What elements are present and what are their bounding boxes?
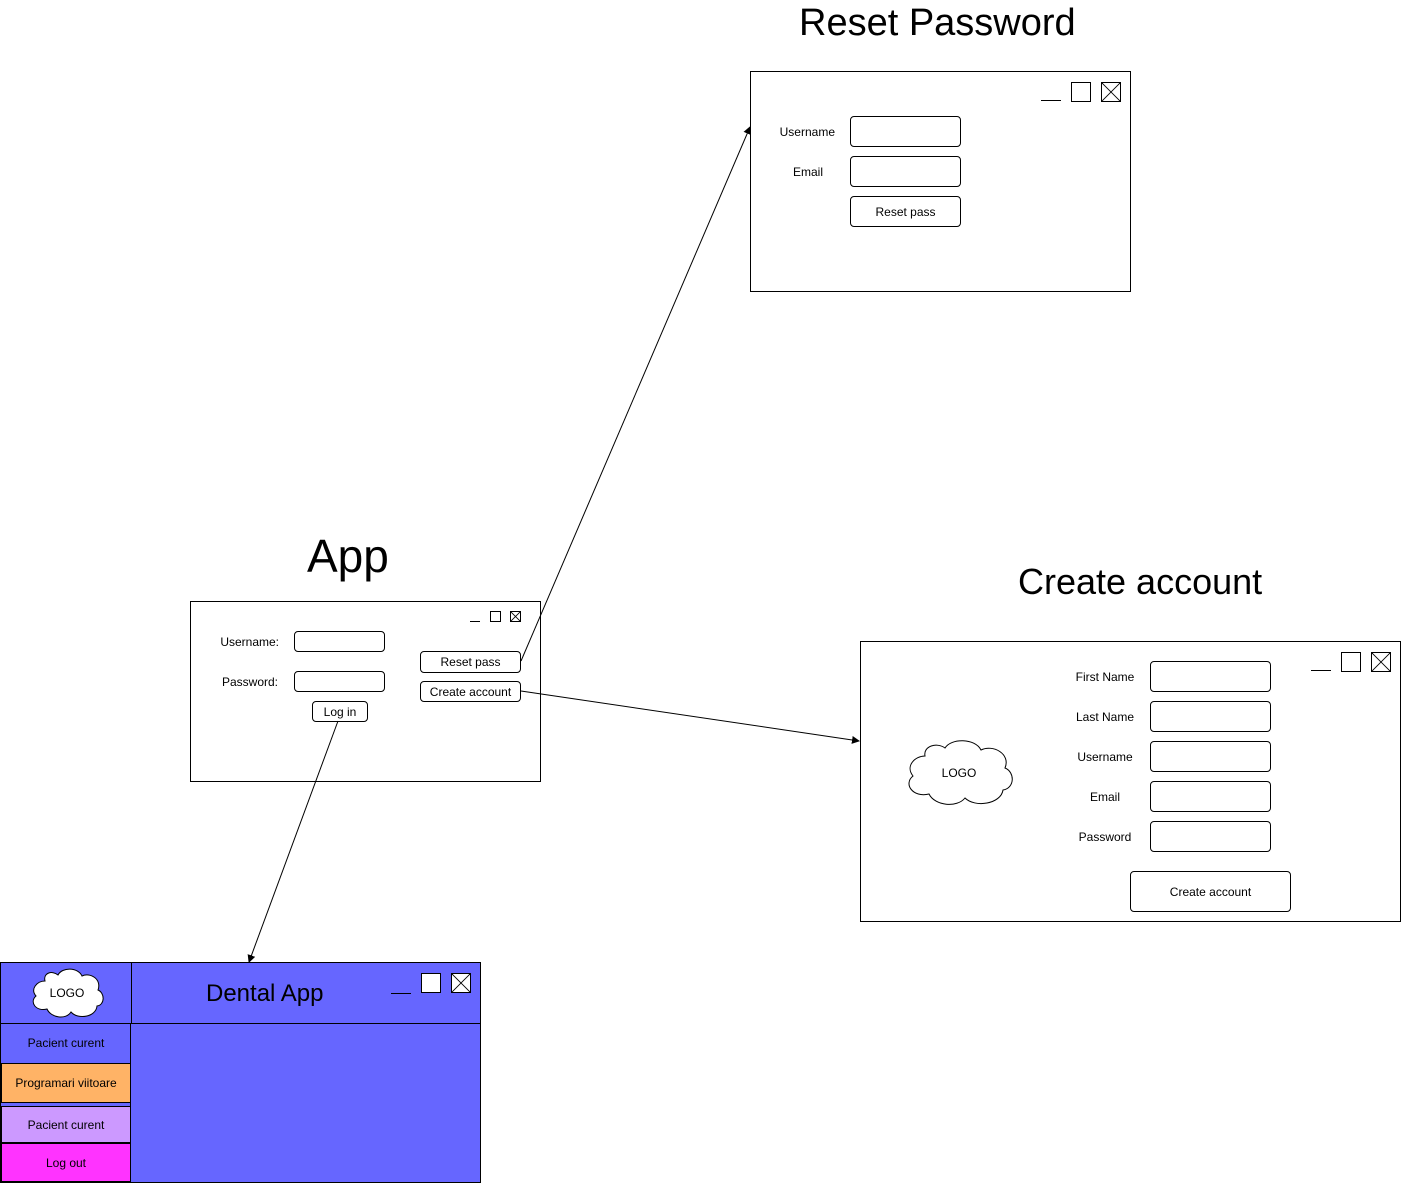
minimize-icon[interactable] xyxy=(470,611,480,622)
password-label: Password xyxy=(1078,830,1132,844)
username-label: Username xyxy=(779,125,835,139)
logo-text: LOGO xyxy=(49,986,85,1000)
menu-item-pacient-curent[interactable]: Pacient curent xyxy=(1,1106,131,1143)
close-icon[interactable] xyxy=(510,611,521,622)
maximize-icon[interactable] xyxy=(421,973,441,993)
email-label: Email xyxy=(792,165,823,179)
arrow-to-dental-app xyxy=(247,720,339,963)
reset-password-title: Reset Password xyxy=(799,2,1076,44)
first-name-label: First Name xyxy=(1075,670,1135,684)
maximize-icon[interactable] xyxy=(490,611,501,622)
arrow-to-create-account xyxy=(520,690,860,744)
email-field[interactable] xyxy=(1150,781,1271,812)
password-label: Password: xyxy=(221,675,278,689)
email-label: Email xyxy=(1089,790,1120,804)
username-field[interactable] xyxy=(294,631,385,652)
username-field[interactable] xyxy=(1150,741,1271,772)
close-icon[interactable] xyxy=(1371,652,1391,672)
password-field[interactable] xyxy=(294,671,385,692)
logo-panel: LOGO xyxy=(1,963,132,1024)
first-name-field[interactable] xyxy=(1150,661,1271,692)
minimize-icon[interactable] xyxy=(1311,652,1331,671)
create-account-window: LOGO First Name Last Name Username Email… xyxy=(860,641,1401,922)
email-field[interactable] xyxy=(850,156,961,187)
username-label: Username: xyxy=(220,635,279,649)
arrow-to-reset-password xyxy=(520,126,751,662)
login-button[interactable]: Log in xyxy=(312,701,368,722)
login-window: Username: Password: Log in Reset pass Cr… xyxy=(190,601,541,782)
logo-cloud: LOGO xyxy=(29,966,105,1020)
last-name-field[interactable] xyxy=(1150,701,1271,732)
header-bar xyxy=(131,963,481,1024)
sidebar-divider xyxy=(130,1023,131,1182)
menu-item-log-out[interactable]: Log out xyxy=(1,1143,131,1182)
dental-app-window: LOGO Dental App Pacient curent Programar… xyxy=(0,962,481,1183)
create-account-submit-button[interactable]: Create account xyxy=(1130,871,1291,912)
menu-item-programari-viitoare[interactable]: Programari viitoare xyxy=(1,1063,131,1103)
app-title: App xyxy=(307,530,389,582)
minimize-icon[interactable] xyxy=(391,975,411,994)
reset-password-window: Username Email Reset pass xyxy=(750,71,1131,292)
last-name-label: Last Name xyxy=(1075,710,1135,724)
create-account-button[interactable]: Create account xyxy=(420,681,521,702)
close-icon[interactable] xyxy=(1101,82,1121,102)
logo-text: LOGO xyxy=(941,766,977,780)
current-section-label: Pacient curent xyxy=(27,1036,105,1050)
reset-pass-button[interactable]: Reset pass xyxy=(420,651,521,673)
password-field[interactable] xyxy=(1150,821,1271,852)
minimize-icon[interactable] xyxy=(1041,82,1061,101)
close-icon[interactable] xyxy=(451,973,471,993)
reset-pass-button[interactable]: Reset pass xyxy=(850,196,961,227)
username-field[interactable] xyxy=(850,116,961,147)
maximize-icon[interactable] xyxy=(1071,82,1091,102)
create-account-title: Create account xyxy=(1018,561,1263,602)
app-title: Dental App xyxy=(206,980,324,1007)
username-label: Username xyxy=(1077,750,1133,764)
logo-cloud: LOGO xyxy=(903,736,1015,808)
maximize-icon[interactable] xyxy=(1341,652,1361,672)
